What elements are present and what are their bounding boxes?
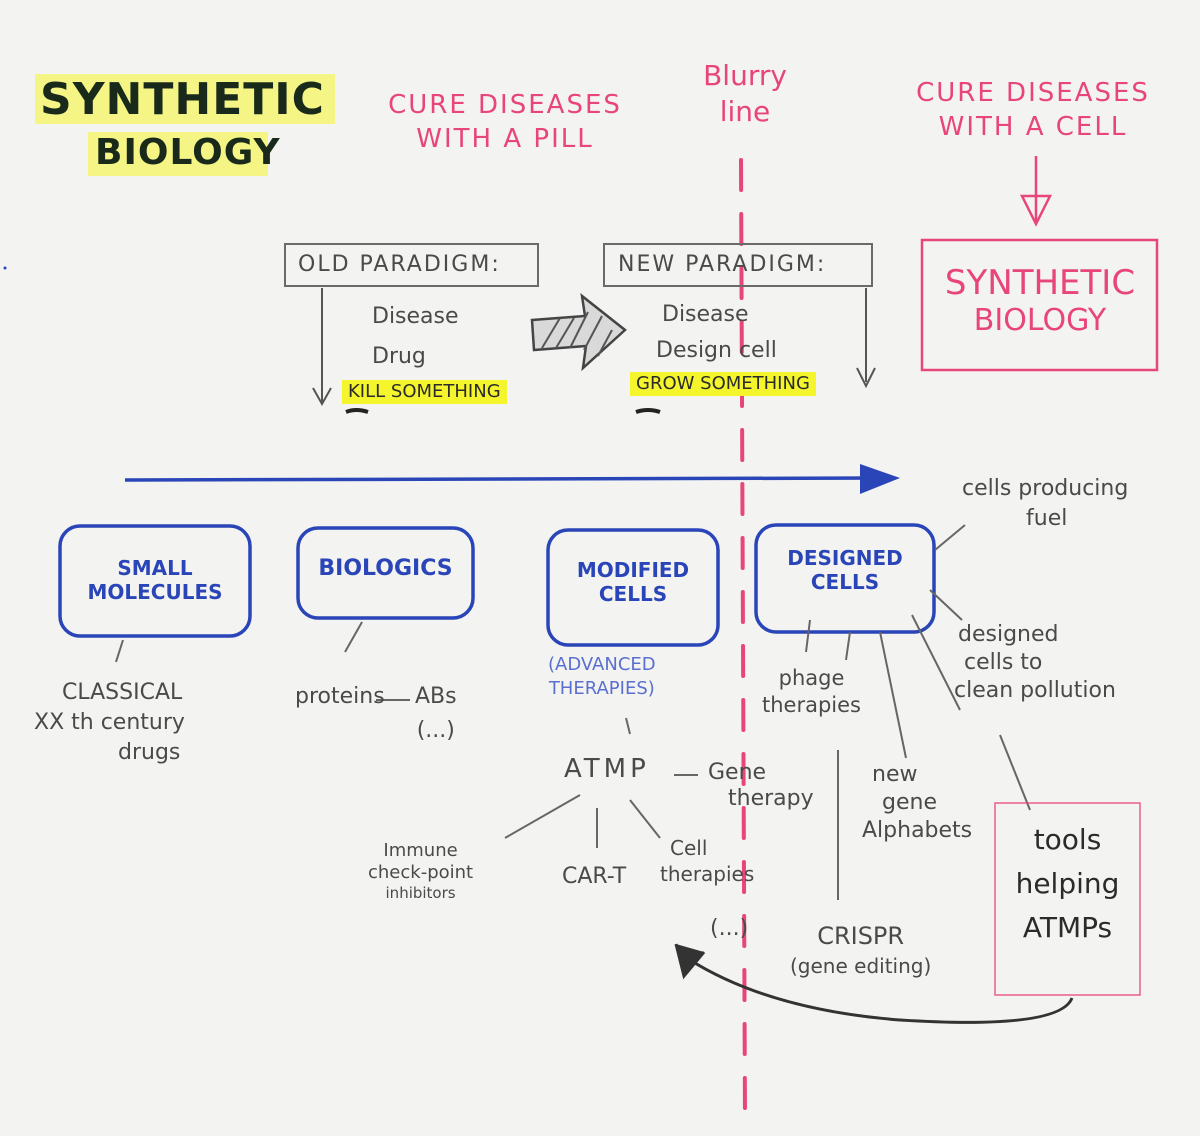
note-advanced-line1: (ADVANCED (548, 654, 656, 675)
designed-cells-label: DESIGNED CELLS (758, 548, 932, 592)
note-designed-pollution: designed cells to clean pollution (954, 622, 1116, 702)
new-paradigm-label: NEW PARADIGM: (618, 252, 827, 277)
note-crispr: CRISPR (gene editing) (790, 924, 931, 976)
note-gene-therapy: Gene therapy (708, 762, 814, 810)
designed-cells-box (754, 523, 936, 634)
note-phage-line2: therapies (762, 693, 861, 717)
synbio-line1: SYNTHETIC (944, 263, 1136, 303)
note-atmp: ATMP (564, 754, 650, 784)
note-tools-line3: ATMPs (1022, 911, 1113, 944)
note-immune-line1: Immune (383, 840, 458, 861)
small-molecules-label: SMALL MOLECULES (62, 558, 248, 602)
note-immune-line2: check-point (368, 862, 474, 883)
note-proteins: proteins (295, 684, 385, 709)
note-cell-line2: therapies (660, 862, 755, 886)
small-molecules-line1: SMALL (117, 556, 193, 580)
return-arrow (689, 958, 1074, 1024)
note-pollution-line2: cells to (964, 650, 1043, 675)
note-advanced-therapies: (ADVANCED THERAPIES) (548, 656, 656, 698)
note-pollution-line3: clean pollution (954, 678, 1116, 703)
modified-cells-line2: CELLS (598, 582, 668, 606)
modified-cells-label: MODIFIED CELLS (550, 560, 716, 604)
designed-cells-line1: DESIGNED (787, 546, 903, 570)
synbio-line2: BIOLOGY (973, 303, 1107, 338)
note-newgene-line3: Alphabets (862, 818, 973, 843)
note-phage-line1: phage (778, 666, 845, 690)
modified-cells-line1: MODIFIED (576, 558, 690, 582)
note-fuel-line2: fuel (1026, 506, 1068, 531)
note-advanced-line2: THERAPIES) (548, 678, 655, 699)
kill-underline (345, 408, 369, 414)
header-blurry-line1: Blurry (703, 59, 787, 92)
note-crispr-line2: (gene editing) (790, 954, 932, 978)
old-step-drug: Drug (372, 344, 426, 369)
designed-cells-line2: CELLS (810, 570, 880, 594)
new-paradigm-box (603, 243, 873, 287)
new-step-grow: GROW SOMETHING (630, 372, 816, 396)
note-gene-line1: Gene (708, 760, 767, 785)
note-classical-line2: XX th century (34, 710, 185, 735)
new-step-disease: Disease (662, 302, 749, 327)
small-molecules-line2: MOLECULES (87, 580, 223, 604)
small-molecules-box (58, 524, 252, 638)
note-phage: phage therapies (762, 668, 861, 716)
tools-box (994, 802, 1141, 996)
biologics-box (296, 526, 475, 620)
title-line1: SYNTHETIC (40, 74, 325, 125)
header-blurry: Blurry line (690, 62, 800, 126)
note-tools-line2: helping (1015, 867, 1120, 900)
note-pollution-line1: designed (958, 622, 1059, 647)
modified-cells-box (546, 528, 720, 647)
synbio-box (920, 238, 1159, 372)
old-step-kill: KILL SOMETHING (342, 380, 507, 404)
new-step-design: Design cell (656, 338, 777, 363)
note-abs: ABs (...) (415, 686, 457, 742)
note-cells-fuel: cells producing fuel (962, 478, 1128, 530)
note-car-t: CAR-T (562, 864, 627, 889)
title-line2: BIOLOGY (95, 132, 281, 173)
grow-underline (635, 408, 661, 414)
note-classical: CLASSICAL XX th century drugs (34, 680, 185, 765)
note-tools-line1: tools (1033, 823, 1102, 856)
paradigm-shift-arrow (530, 293, 627, 372)
blurry-divider-line (739, 158, 747, 1122)
old-step-disease: Disease (372, 304, 459, 329)
note-tools: tools helping ATMPs (1000, 826, 1135, 942)
note-abs-line1: ABs (415, 684, 457, 709)
note-classical-line3: drugs (118, 740, 181, 765)
note-new-gene: new gene Alphabets (862, 764, 972, 842)
note-newgene-line2: gene (882, 790, 937, 815)
note-cell-therapies: Cell therapies (660, 838, 754, 884)
timeline-arrow (124, 476, 881, 482)
biologics-label: BIOLOGICS (318, 556, 453, 581)
old-paradigm-box (284, 243, 539, 287)
note-fuel-line1: cells producing (962, 476, 1129, 501)
header-cell: CURE DISEASES WITH A CELL (916, 78, 1150, 142)
old-paradigm-label: OLD PARADIGM: (298, 252, 501, 277)
header-pill-line1: CURE DISEASES (388, 90, 622, 120)
note-immune-line3: inhibitors (385, 884, 456, 902)
note-classical-line1: CLASSICAL (62, 680, 183, 705)
header-cell-line2: WITH A CELL (938, 112, 1128, 142)
note-immune: Immune check-point inhibitors (368, 842, 473, 901)
note-newgene-line1: new (872, 762, 918, 787)
note-crispr-line1: CRISPR (817, 922, 905, 950)
gray-connectors (115, 524, 1031, 900)
header-pill: CURE DISEASES WITH A PILL (385, 92, 625, 152)
note-gene-line2: therapy (728, 786, 814, 811)
header-cell-line1: CURE DISEASES (916, 78, 1150, 108)
synbio-box-text: SYNTHETIC BIOLOGY (925, 266, 1155, 336)
note-cell-line1: Cell (670, 836, 708, 860)
header-pill-line2: WITH A PILL (416, 124, 594, 154)
note-abs-line2: (...) (416, 718, 455, 743)
header-blurry-line2: line (719, 95, 771, 128)
note-ellipsis-cell: (...) (710, 916, 749, 941)
